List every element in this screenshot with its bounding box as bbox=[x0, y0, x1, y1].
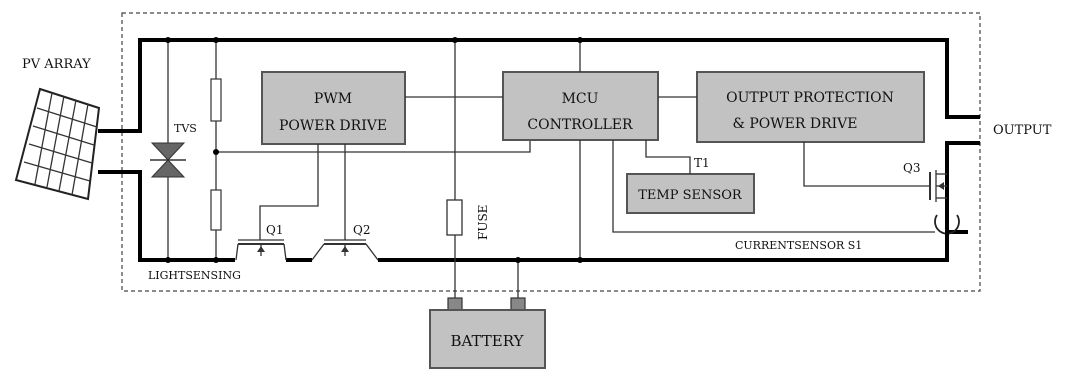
battery-block bbox=[429, 309, 546, 369]
sense-wire-to-mcu bbox=[216, 138, 531, 153]
fuse-icon bbox=[446, 199, 463, 236]
q1-label: Q1 bbox=[266, 223, 283, 237]
q3-mosfet-icon bbox=[929, 170, 947, 202]
q1-gate-wire bbox=[259, 144, 319, 240]
controller-enclosure bbox=[121, 12, 981, 292]
battery-terminal-positive-icon bbox=[447, 297, 463, 311]
temp-sensor-label: TEMP SENSOR bbox=[638, 188, 743, 203]
pwm-power-drive-block bbox=[261, 71, 406, 145]
tvs-label: TVS bbox=[174, 122, 197, 135]
battery-label: BATTERY bbox=[450, 332, 524, 350]
output-protection-label: OUTPUT PROTECTION bbox=[726, 90, 894, 106]
q1-mosfet-icon bbox=[235, 239, 287, 261]
mcu-controller-label: CONTROLLER bbox=[527, 117, 633, 133]
battery-terminal-negative-icon bbox=[510, 297, 526, 311]
top-bus bbox=[121, 38, 980, 133]
pwm-label: PWM bbox=[314, 91, 352, 107]
junction-dots bbox=[165, 37, 583, 263]
pv-array-icon bbox=[14, 87, 101, 201]
divider-resistor-bottom-icon bbox=[210, 189, 222, 231]
temp-sensor-wire bbox=[645, 140, 691, 174]
t1-label: T1 bbox=[694, 156, 710, 170]
tvs-diode-icon bbox=[150, 142, 186, 178]
current-sense-wire bbox=[612, 140, 935, 233]
fuse-label: FUSE bbox=[476, 205, 490, 240]
pwm-power-drive-label: POWER DRIVE bbox=[279, 118, 387, 134]
output-label: OUTPUT bbox=[993, 123, 1052, 138]
mcu-label: MCU bbox=[562, 91, 599, 107]
q2-mosfet-icon bbox=[311, 239, 379, 261]
bottom-bus-left bbox=[98, 170, 235, 262]
output-protection-block bbox=[696, 71, 925, 143]
q2-label: Q2 bbox=[353, 223, 370, 237]
q3-gate-wire bbox=[803, 142, 930, 187]
q3-label: Q3 bbox=[903, 161, 920, 175]
output-negative-bus bbox=[945, 141, 980, 234]
power-drive-label: & POWER DRIVE bbox=[732, 116, 857, 132]
pv-array-label: PV ARRAY bbox=[22, 57, 91, 72]
current-sensor-label: CURRENTSENSOR S1 bbox=[735, 239, 862, 252]
q3-return-bus bbox=[930, 208, 949, 262]
divider-resistor-top-icon bbox=[210, 78, 222, 122]
light-sensing-label: LIGHTSENSING bbox=[148, 269, 241, 282]
